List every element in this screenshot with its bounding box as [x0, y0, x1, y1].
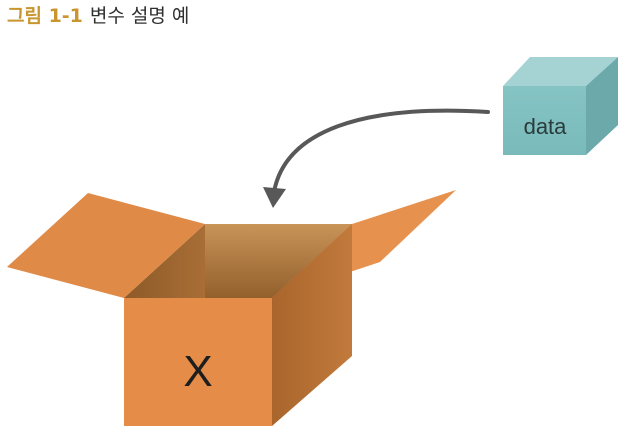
open-box: X	[7, 190, 456, 426]
box-flap-back-left	[7, 193, 205, 298]
box-front	[124, 298, 272, 426]
data-cube-side	[586, 57, 618, 155]
curved-arrow-icon	[263, 108, 490, 208]
data-cube-front	[503, 86, 586, 155]
data-cube-label: data	[524, 114, 568, 139]
data-cube-top	[503, 57, 618, 86]
data-cube: data	[503, 57, 618, 155]
figure-caption: 그림 1-1 변수 설명 예	[7, 2, 189, 30]
box-side	[272, 224, 352, 426]
figure-title: 변수 설명 예	[89, 5, 190, 27]
box-label: X	[183, 347, 212, 396]
figure-number: 그림 1-1	[7, 5, 83, 27]
